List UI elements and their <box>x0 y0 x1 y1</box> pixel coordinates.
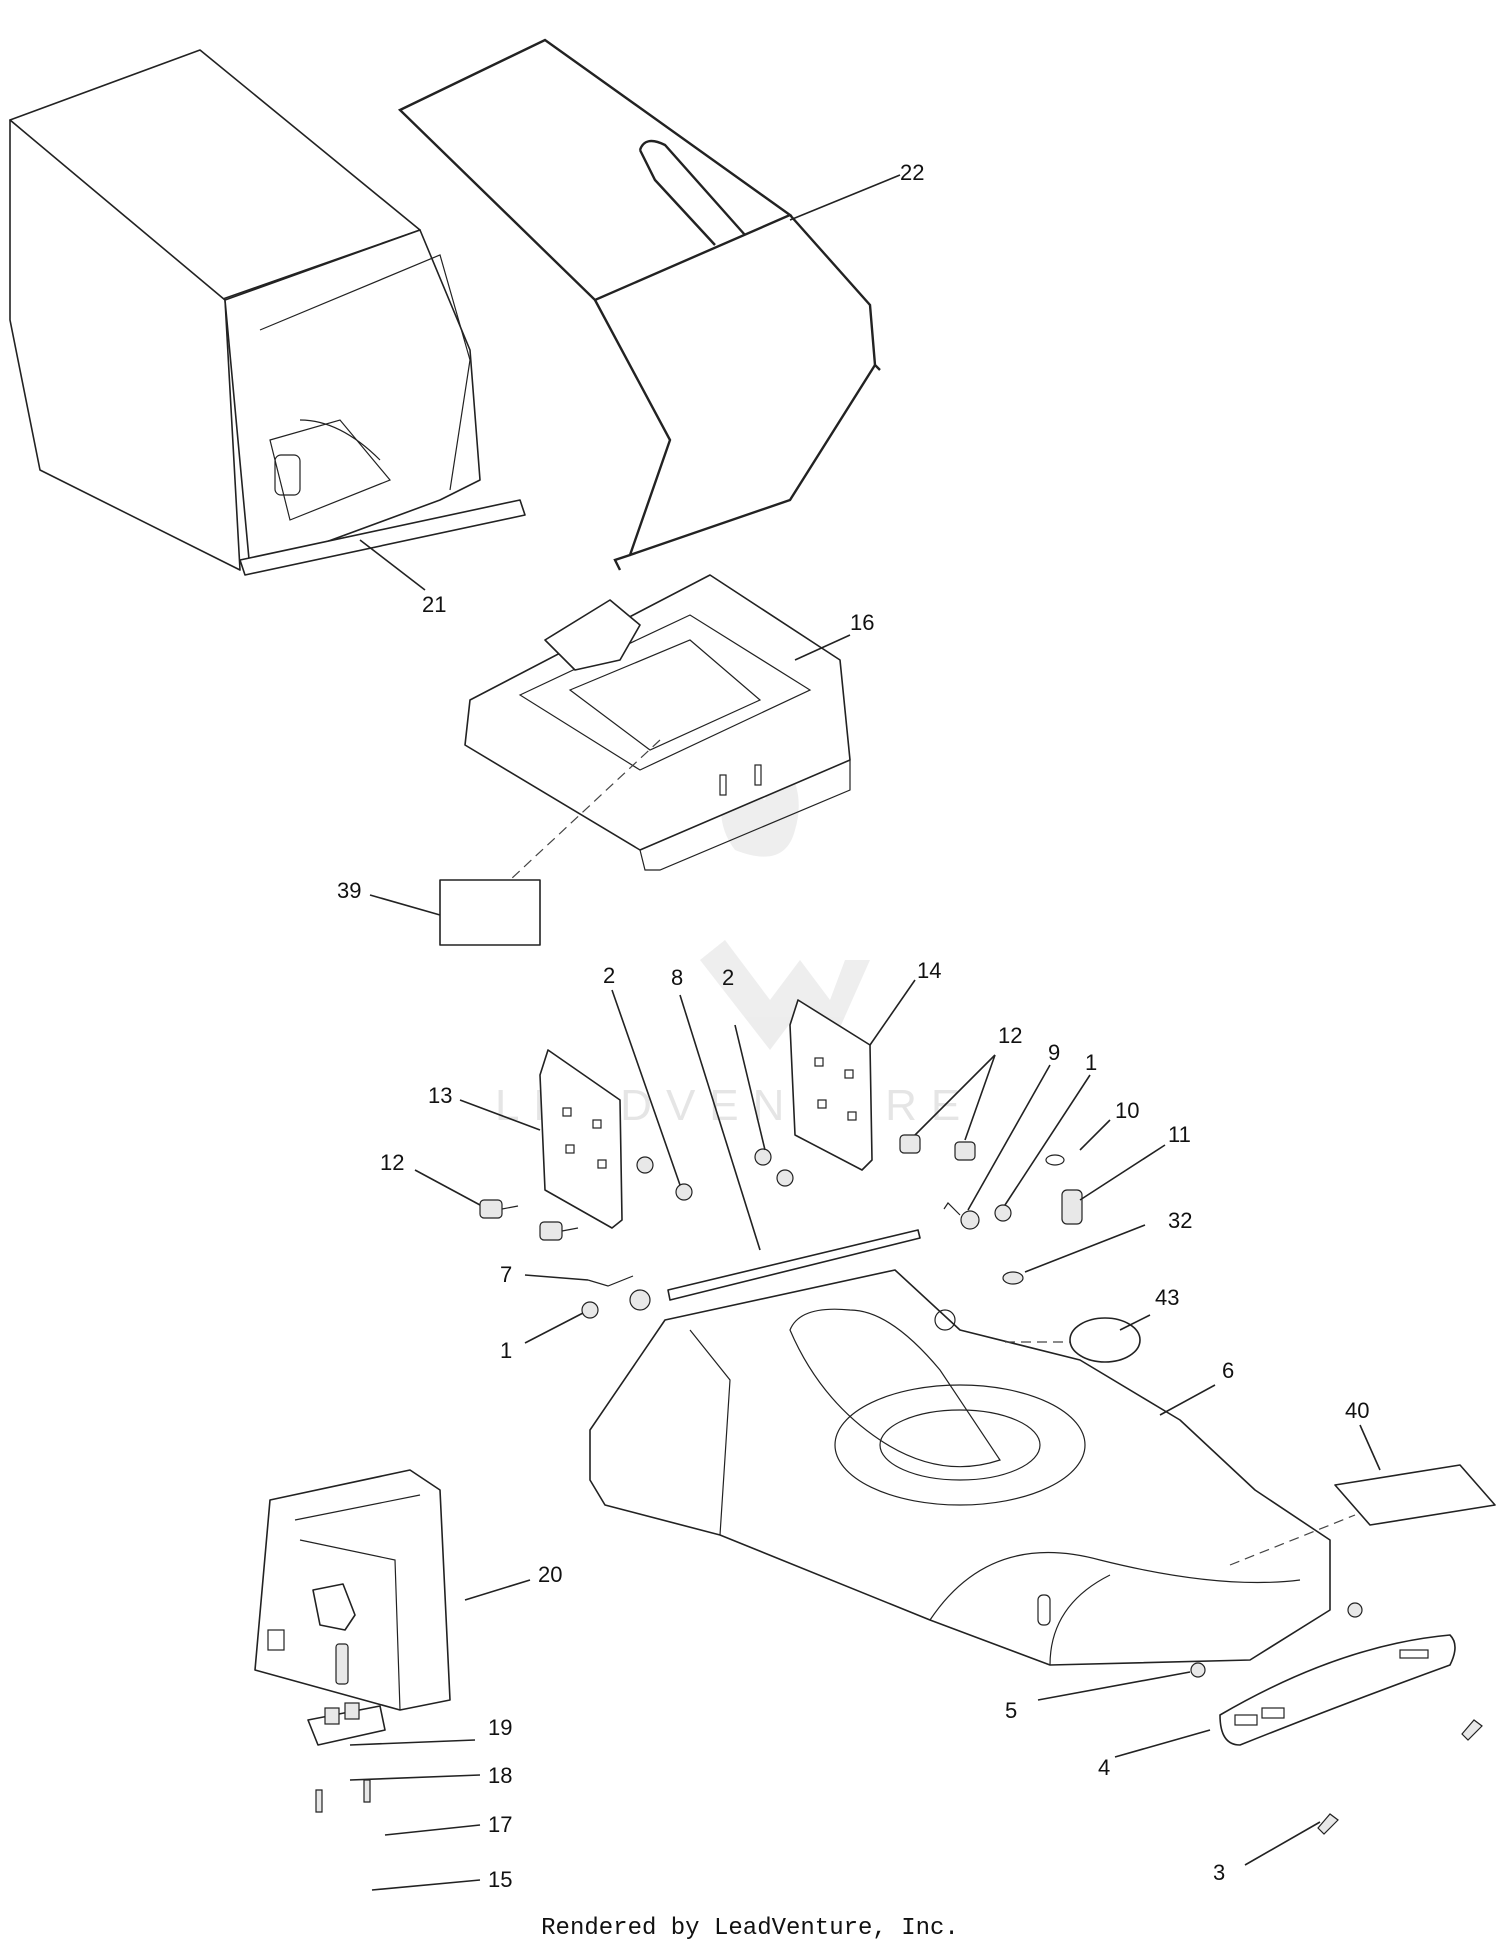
callout-12-left: 12 <box>380 1150 404 1175</box>
callout-21: 21 <box>422 592 446 617</box>
bag-frame-22 <box>397 38 881 571</box>
nut-deck <box>1347 1602 1363 1618</box>
latch-assembly <box>307 1583 386 1813</box>
bracket-14 <box>789 999 873 1171</box>
callout-17: 17 <box>488 1812 512 1837</box>
callout-14: 14 <box>917 958 941 983</box>
nut-2-right-a <box>754 1148 772 1166</box>
nut-1-right <box>994 1204 1012 1222</box>
latch-19 <box>312 1583 356 1631</box>
callout-20: 20 <box>538 1562 562 1587</box>
callout-18: 18 <box>488 1763 512 1788</box>
bracket-13 <box>539 1049 623 1229</box>
callout-labels: 21 22 16 39 2 8 2 14 12 9 1 13 10 11 12 … <box>337 160 1369 1892</box>
nut-2-left <box>675 1183 693 1201</box>
callout-15: 15 <box>488 1867 512 1892</box>
callout-6: 6 <box>1222 1358 1234 1383</box>
washer-left <box>636 1156 654 1174</box>
decal-40 <box>1334 1464 1496 1526</box>
nut-5 <box>1190 1662 1206 1678</box>
callout-22: 22 <box>900 160 924 185</box>
rear-door-20 <box>254 1469 451 1711</box>
callout-11: 11 <box>1168 1122 1191 1147</box>
bolt-12-left-a <box>479 1199 519 1219</box>
top-cover-16 <box>464 574 851 871</box>
fitting-11 <box>1061 1189 1083 1225</box>
callout-16: 16 <box>850 610 874 635</box>
bolt-12-right-b <box>954 1141 976 1161</box>
nut-2-right-b <box>776 1169 794 1187</box>
screw-15a <box>315 1789 323 1813</box>
callout-5: 5 <box>1005 1698 1017 1723</box>
footer-credit: Rendered by LeadVenture, Inc. <box>541 1915 959 1942</box>
spring-7 <box>587 1275 651 1311</box>
callout-13: 13 <box>428 1083 452 1108</box>
callout-19: 19 <box>488 1715 512 1740</box>
callout-1-left: 1 <box>500 1338 512 1363</box>
callout-40: 40 <box>1345 1398 1369 1423</box>
callout-10: 10 <box>1115 1098 1139 1123</box>
rod-8 <box>667 1229 921 1301</box>
bolt-12-left-b <box>539 1221 579 1241</box>
callout-1-right: 1 <box>1085 1050 1097 1075</box>
callout-4: 4 <box>1098 1755 1110 1780</box>
leader-lines <box>349 174 1381 1891</box>
callout-8: 8 <box>671 965 683 990</box>
callout-32: 32 <box>1168 1208 1192 1233</box>
washer-32 <box>1002 1271 1024 1285</box>
rear-cover-4 <box>1219 1634 1456 1746</box>
spring-18 <box>335 1643 349 1685</box>
spring-9 <box>943 1202 980 1230</box>
callout-9: 9 <box>1048 1040 1060 1065</box>
bolt-12-right-a <box>899 1134 921 1154</box>
screw-3b <box>1461 1719 1483 1741</box>
decal-39 <box>439 879 541 946</box>
screw-3a <box>1317 1813 1339 1835</box>
callout-3: 3 <box>1213 1860 1225 1885</box>
callout-2-right: 2 <box>722 965 734 990</box>
washer-10 <box>1045 1154 1065 1166</box>
grass-bag-21 <box>9 49 526 576</box>
hardware <box>479 1134 1083 1319</box>
callout-39: 39 <box>337 878 361 903</box>
callout-43: 43 <box>1155 1285 1179 1310</box>
screw-15b <box>363 1779 371 1803</box>
callout-7: 7 <box>500 1262 512 1287</box>
nut-1-left <box>581 1301 599 1319</box>
deck-6 <box>589 1269 1331 1666</box>
callout-12-right: 12 <box>998 1023 1022 1048</box>
callout-2-left: 2 <box>603 963 615 988</box>
